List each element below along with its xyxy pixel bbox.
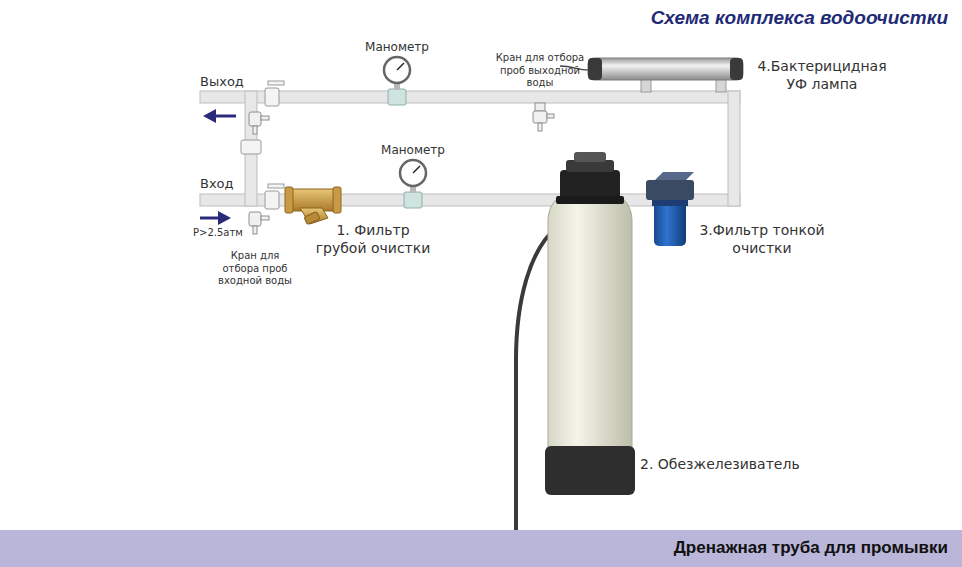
flow-arrow	[200, 217, 220, 220]
coarse-filter	[304, 211, 320, 224]
uv-lamp	[730, 58, 743, 80]
flow-arrow	[214, 115, 236, 118]
flow-arrow	[200, 109, 236, 225]
flow-arrow	[218, 211, 231, 225]
callout-label: P>2.5атм	[193, 227, 243, 240]
valve	[268, 184, 284, 188]
sample-tap	[538, 123, 542, 131]
callout-label: 2. Обезжелезиватель	[640, 456, 800, 474]
callout-label: 1. Фильтр грубой очистки	[313, 222, 433, 257]
sample-tap	[547, 114, 554, 118]
sample-tap	[261, 116, 269, 120]
iron-remover	[556, 196, 624, 204]
valve	[241, 81, 284, 209]
fine-filter	[652, 200, 688, 206]
callout-label: 4.Бактерицидная УФ лампа	[756, 58, 888, 93]
fine-filter	[654, 200, 686, 246]
flow-arrow	[203, 109, 216, 123]
pipe	[200, 91, 740, 103]
callout-label: Кран для отбора проб входной воды	[214, 250, 296, 288]
callout-label: Вход	[200, 176, 234, 192]
sample-tap	[253, 226, 257, 234]
sample-tap	[253, 126, 257, 134]
valve	[241, 140, 261, 154]
callout-label: Манометр	[365, 40, 429, 55]
sample-tap	[249, 212, 261, 226]
sample-tap	[249, 112, 261, 126]
caption-text: Дренажная труба для промывки	[674, 538, 948, 558]
pressure-gauge	[400, 160, 426, 186]
uv-lamp	[560, 58, 743, 92]
callout-label: 3.Фильтр тонкой очистки	[695, 222, 829, 257]
pressure-gauge	[384, 57, 410, 83]
coarse-filter	[333, 187, 341, 213]
pipe	[728, 91, 740, 206]
pressure-gauge	[388, 89, 406, 105]
iron-remover	[574, 152, 606, 162]
iron-remover	[548, 190, 632, 490]
iron-remover	[560, 170, 620, 200]
uv-lamp	[588, 58, 743, 80]
fine-filter	[655, 172, 694, 180]
callout-label: Манометр	[381, 143, 445, 158]
sample-tap	[533, 111, 547, 123]
valve	[265, 88, 279, 106]
sample-tap	[261, 216, 269, 220]
valve	[265, 191, 279, 209]
diagram-title: Схема комплекса водоочистки	[651, 7, 948, 29]
pressure-gauge	[384, 57, 426, 208]
coarse-filter	[300, 208, 328, 224]
pressure-gauge	[397, 63, 404, 70]
sample-tap	[535, 103, 545, 111]
caption-band	[0, 530, 962, 567]
callout-label: Кран для отбора проб выходной воды	[494, 52, 586, 90]
uv-lamp	[588, 58, 602, 80]
pipe	[200, 91, 740, 206]
sample-tap	[249, 103, 554, 234]
valve	[268, 81, 284, 85]
coarse-filter	[285, 187, 341, 225]
coarse-filter	[285, 187, 293, 213]
pressure-gauge	[404, 192, 422, 208]
iron-remover	[545, 446, 635, 495]
pressure-gauge	[413, 166, 420, 173]
callout-label: Выход	[200, 74, 244, 90]
fine-filter	[646, 180, 694, 200]
fine-filter	[646, 172, 694, 246]
iron-remover	[545, 152, 635, 495]
